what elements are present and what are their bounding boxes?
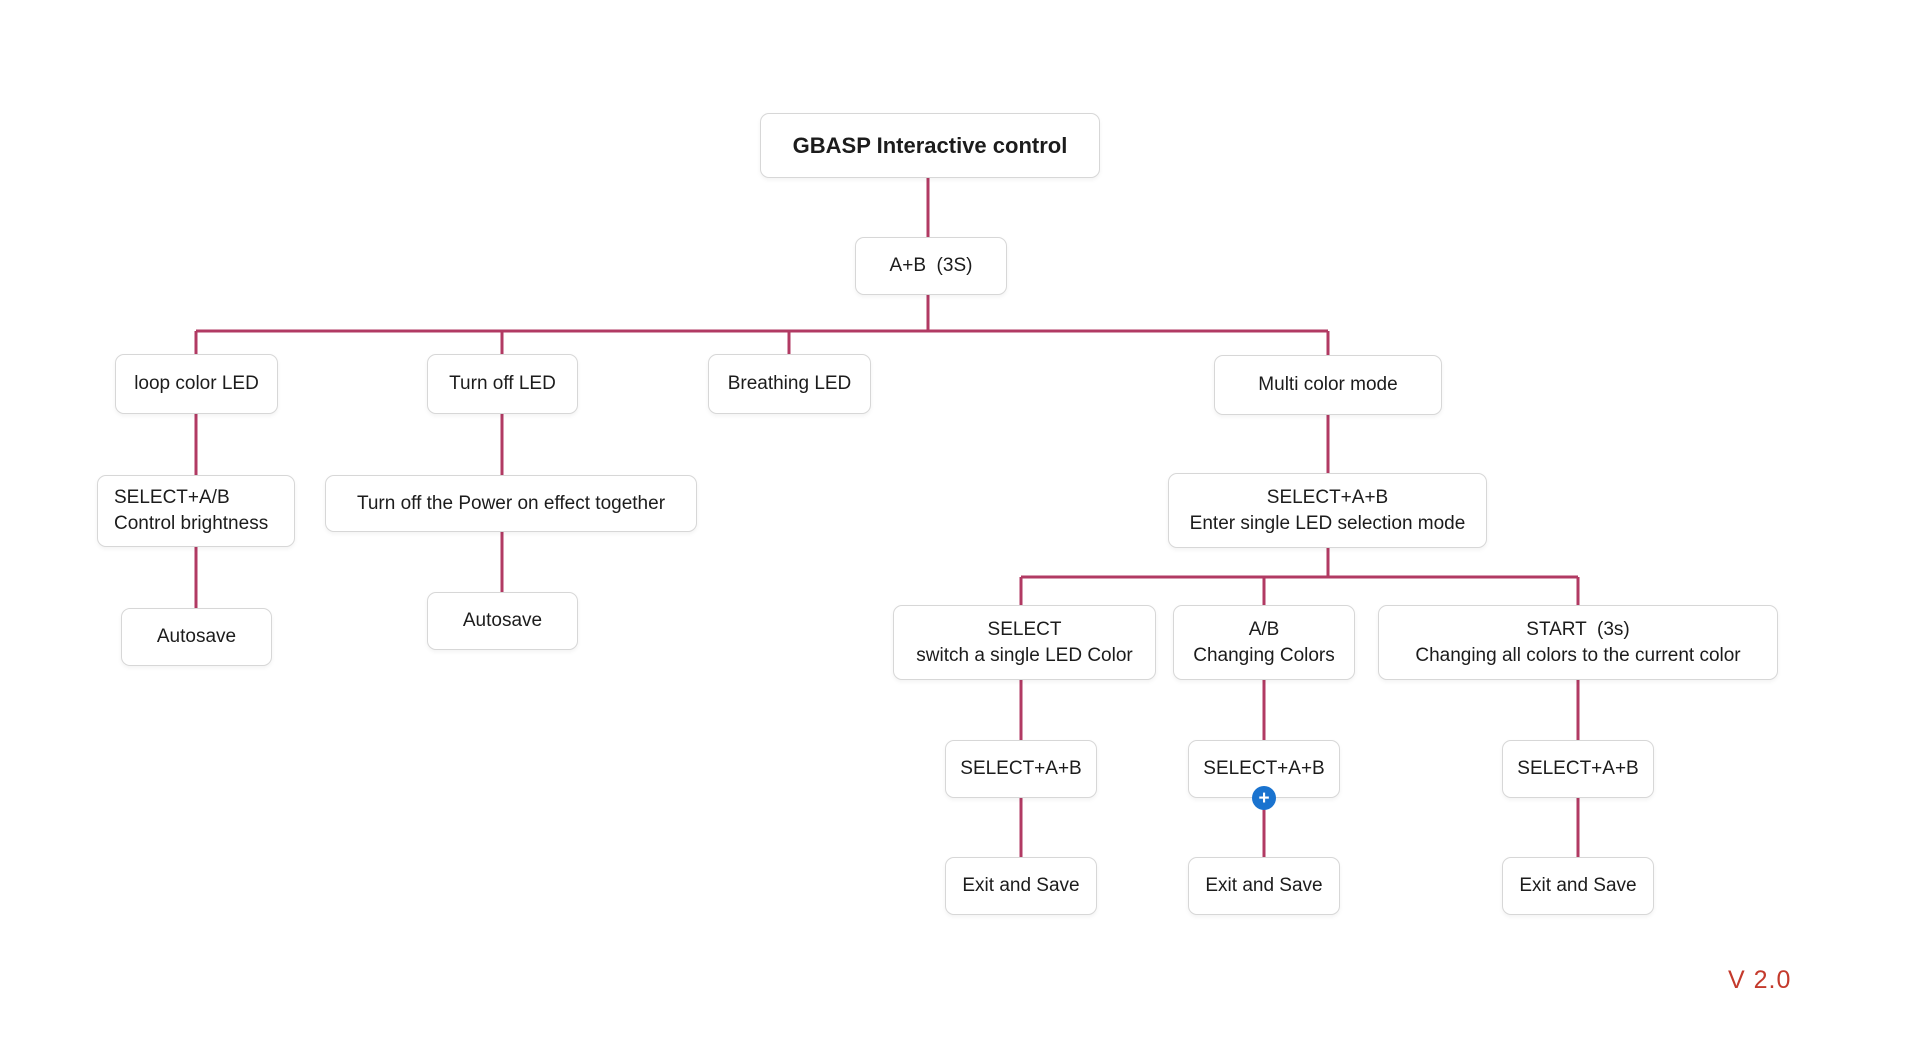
node-turn-off-led-label: Turn off LED	[449, 373, 556, 394]
node-trigger-ab-3s: A+B (3S)	[855, 237, 1007, 295]
version-label: V 2.0	[1728, 966, 1792, 994]
node-select-ab-exit-2-label: SELECT+A+B	[1203, 758, 1325, 779]
node-autosave-left-label: Autosave	[156, 626, 237, 647]
node-ab-changing-colors-line2: Changing Colors	[1193, 644, 1335, 666]
node-select-switch-color-line1: SELECT	[987, 618, 1062, 640]
node-select-switch-color-line2: switch a single LED Color	[916, 644, 1133, 666]
plus-icon: +	[1258, 787, 1270, 809]
node-autosave-mid-label: Autosave	[462, 610, 543, 631]
node-start-changing-all-line1: START (3s)	[1526, 618, 1630, 640]
node-exit-and-save-2: Exit and Save	[1188, 857, 1340, 915]
node-turn-off-led: Turn off LED	[427, 354, 578, 414]
node-multi-color-mode-label: Multi color mode	[1258, 374, 1398, 395]
node-select-switch-color: SELECT switch a single LED Color	[893, 605, 1156, 680]
node-exit-and-save-2-label: Exit and Save	[1205, 875, 1323, 896]
node-select-ab-enter-single-led: SELECT+A+B Enter single LED selection mo…	[1168, 473, 1487, 548]
node-title: GBASP Interactive control	[760, 113, 1100, 178]
node-start-changing-all: START (3s) Changing all colors to the cu…	[1378, 605, 1778, 680]
node-breathing-led: Breathing LED	[708, 354, 871, 414]
node-turn-off-power-effect-label: Turn off the Power on effect together	[356, 492, 666, 514]
node-exit-and-save-1-label: Exit and Save	[962, 875, 1080, 896]
node-loop-color-led: loop color LED	[115, 354, 278, 414]
node-breathing-led-label: Breathing LED	[727, 373, 852, 394]
node-trigger-ab-3s-label: A+B (3S)	[889, 255, 973, 276]
node-autosave-left: Autosave	[121, 608, 272, 666]
node-select-ab-brightness-line1: SELECT+A/B	[114, 487, 230, 508]
node-select-ab-exit-1-label: SELECT+A+B	[960, 758, 1082, 779]
node-select-ab-brightness-line2: Control brightness	[114, 513, 269, 534]
node-exit-and-save-3: Exit and Save	[1502, 857, 1654, 915]
node-title-label: GBASP Interactive control	[792, 132, 1068, 158]
node-autosave-mid: Autosave	[427, 592, 578, 650]
node-start-changing-all-line2: Changing all colors to the current color	[1415, 644, 1741, 666]
node-ab-changing-colors: A/B Changing Colors	[1173, 605, 1355, 680]
node-select-ab-brightness: SELECT+A/B Control brightness	[97, 475, 295, 547]
node-turn-off-power-effect: Turn off the Power on effect together	[325, 475, 697, 532]
node-multi-color-mode: Multi color mode	[1214, 355, 1442, 415]
node-select-ab-exit-3-label: SELECT+A+B	[1517, 758, 1639, 779]
node-select-ab-enter-single-led-line2: Enter single LED selection mode	[1189, 512, 1466, 534]
expand-plus-button[interactable]: +	[1252, 786, 1276, 810]
node-loop-color-led-label: loop color LED	[134, 373, 259, 394]
node-select-ab-exit-3: SELECT+A+B	[1502, 740, 1654, 798]
node-exit-and-save-1: Exit and Save	[945, 857, 1097, 915]
node-select-ab-exit-1: SELECT+A+B	[945, 740, 1097, 798]
node-select-ab-enter-single-led-line1: SELECT+A+B	[1266, 486, 1389, 508]
node-exit-and-save-3-label: Exit and Save	[1519, 875, 1637, 896]
node-ab-changing-colors-line1: A/B	[1248, 618, 1280, 640]
